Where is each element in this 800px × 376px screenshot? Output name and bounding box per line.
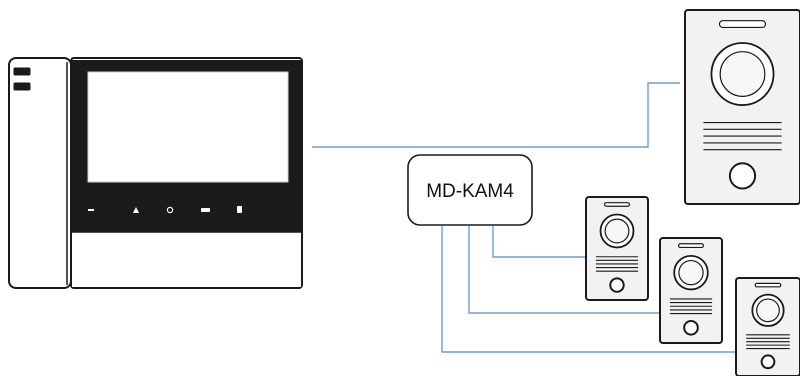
panel-body	[585, 196, 649, 301]
monitor-screen	[87, 71, 289, 183]
speaker-slot	[603, 202, 630, 207]
wire-monitor-to-main-panel	[312, 82, 680, 148]
speaker-slot	[677, 243, 704, 249]
outdoor-panel-1	[585, 196, 649, 301]
triangle-icon	[133, 207, 139, 213]
outdoor-panel-2	[659, 237, 723, 344]
panel-body	[684, 9, 800, 205]
handset-grip-top	[13, 67, 31, 76]
kam4-switch-box: MD-KAM4	[407, 154, 533, 226]
wire-kam-to-panel-2	[468, 226, 660, 314]
outdoor-panel-main	[684, 9, 800, 205]
minus-icon	[88, 209, 94, 211]
monitor-handset	[8, 57, 72, 289]
outdoor-panel-3	[735, 277, 800, 376]
handset-grip-bottom	[13, 82, 31, 91]
call-button-icon	[609, 277, 625, 293]
wire-kam-to-panel-1	[492, 226, 588, 258]
call-button-icon	[728, 162, 757, 190]
indoor-monitor	[8, 57, 303, 289]
monitor-buttons	[88, 206, 242, 214]
key-icon	[201, 208, 210, 212]
kam4-label: MD-KAM4	[426, 181, 514, 202]
call-button-icon	[760, 354, 776, 370]
call-button-icon	[683, 319, 699, 336]
outdoor-panels	[585, 9, 800, 376]
menu-icon	[237, 206, 242, 213]
circle-icon	[166, 206, 174, 214]
panel-body	[735, 277, 800, 376]
wires	[312, 82, 740, 353]
speaker-slot	[718, 20, 767, 29]
wire-kam-to-panel-3	[441, 226, 740, 353]
kam4-box	[407, 154, 533, 226]
speaker-slot	[754, 282, 782, 288]
monitor-base	[72, 232, 301, 287]
